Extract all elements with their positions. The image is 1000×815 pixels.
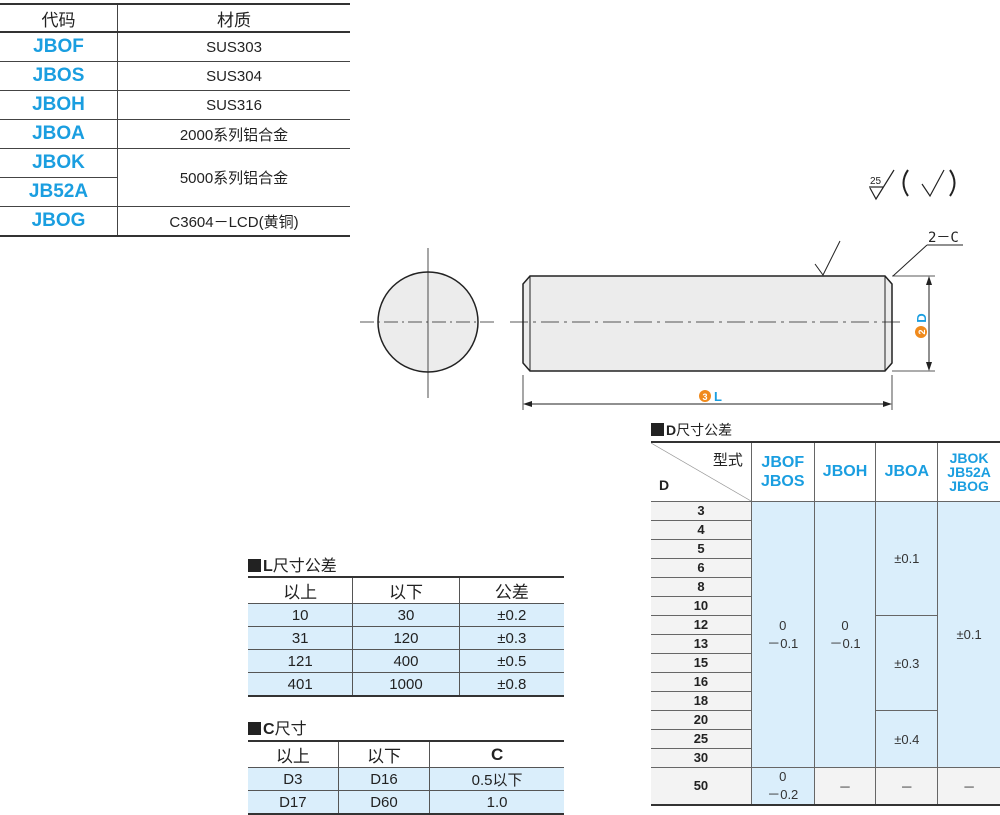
header-d: D xyxy=(659,477,670,493)
header-min: 以上 xyxy=(248,740,339,768)
header-jboa: JBOA xyxy=(875,441,939,502)
l-tolerance-title: L尺寸公差 xyxy=(248,552,337,576)
tol-jboh: 0－0.1 xyxy=(813,501,877,768)
table-row: JB52A xyxy=(0,177,350,207)
d-tolerance-title: D尺寸公差 xyxy=(651,420,732,440)
chamfer-label: 2－C xyxy=(928,230,959,246)
header-material: 材质 xyxy=(117,3,350,33)
d-tolerance-table: 型式 D JBOF JBOS JBOH JBOA JBOK JB52A JBOG… xyxy=(651,441,1000,806)
code-cell: JB52A xyxy=(0,177,118,207)
material-cell: SUS303 xyxy=(117,32,350,62)
side-view-pin: 2－C 2 D 3 L xyxy=(510,230,963,410)
tol-jboa-small: ±0.1 xyxy=(875,501,939,616)
pin-drawing: 25 2－C 2 D xyxy=(360,169,963,410)
header-jbok-jb52a-jbog: JBOK JB52A JBOG xyxy=(937,441,1000,502)
header-min: 以上 xyxy=(248,576,354,604)
tol-jbof: 0－0.1 xyxy=(750,501,815,768)
header-type: 型式 xyxy=(712,452,743,469)
table-row: JBOA 2000系列铝合金 xyxy=(0,119,350,149)
code-cell: JBOK xyxy=(0,148,118,178)
table-row: 50 0－0.2 － － － xyxy=(651,767,1000,806)
header-c: C xyxy=(429,740,564,768)
code-cell: JBOA xyxy=(0,119,118,149)
code-cell: JBOS xyxy=(0,61,118,91)
header-corner: 型式 D xyxy=(651,441,752,502)
code-cell: JBOH xyxy=(0,90,118,120)
roughness-symbol: 25 xyxy=(869,169,956,201)
code-cell: JBOF xyxy=(0,32,118,62)
material-cell: SUS304 xyxy=(117,61,350,91)
code-cell: JBOG xyxy=(0,206,118,237)
header-jboh: JBOH xyxy=(813,441,877,502)
header-max: 以下 xyxy=(352,576,460,604)
material-cell: SUS316 xyxy=(117,90,350,120)
material-table: 代码 材质 JBOF SUS303 JBOS SUS304 JBOH SUS31… xyxy=(0,3,350,237)
dim-l-number: 3 xyxy=(702,392,707,402)
material-cell: 5000系列铝合金 xyxy=(117,148,350,207)
table-row: JBOH SUS316 xyxy=(0,90,350,120)
material-cell: C3604－LCD(黄铜) xyxy=(117,206,350,237)
table-row: JBOS SUS304 xyxy=(0,61,350,91)
roughness-value: 25 xyxy=(870,176,882,187)
header-jbof-jbos: JBOF JBOS xyxy=(750,441,815,502)
tol-jboa-medium: ±0.3 xyxy=(875,615,938,711)
material-cell: 2000系列铝合金 xyxy=(117,119,350,149)
table-row: JBOG C3604－LCD(黄铜) xyxy=(0,206,350,237)
header-max: 以下 xyxy=(337,740,431,768)
header-tolerance: 公差 xyxy=(458,576,564,604)
dim-d-label: D xyxy=(914,313,929,322)
table-row: JBOF SUS303 xyxy=(0,32,350,62)
end-view-circle xyxy=(360,248,498,398)
dim-l-label: L xyxy=(714,389,722,404)
tol-jboa-large: ±0.4 xyxy=(875,710,938,768)
header-code: 代码 xyxy=(0,3,118,33)
tol-jbok: ±0.1 xyxy=(937,501,1000,768)
dim-d-number: 2 xyxy=(917,329,927,334)
tol-jbof-50: 0－0.2 xyxy=(750,767,815,806)
c-dimension-title: C尺寸 xyxy=(248,715,307,739)
table-row: JBOK 5000系列铝合金 xyxy=(0,148,350,207)
